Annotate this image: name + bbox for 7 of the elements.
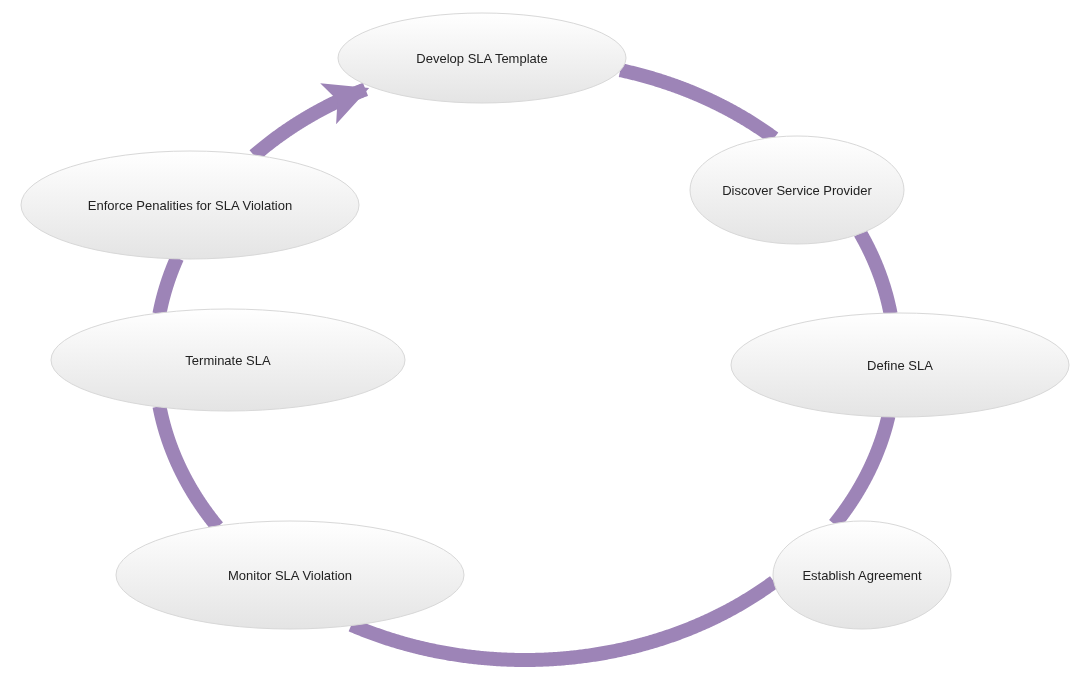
step-label: Monitor SLA Violation [226, 567, 354, 583]
step-label: Enforce Penalities for SLA Violation [86, 197, 294, 213]
step-label: Define SLA [866, 357, 934, 373]
step-label: Develop SLA Template [415, 50, 549, 66]
step-label: Establish Agreement [801, 567, 923, 583]
step-label: Terminate SLA [184, 352, 272, 368]
step-label: Discover Service Provider [721, 182, 873, 198]
